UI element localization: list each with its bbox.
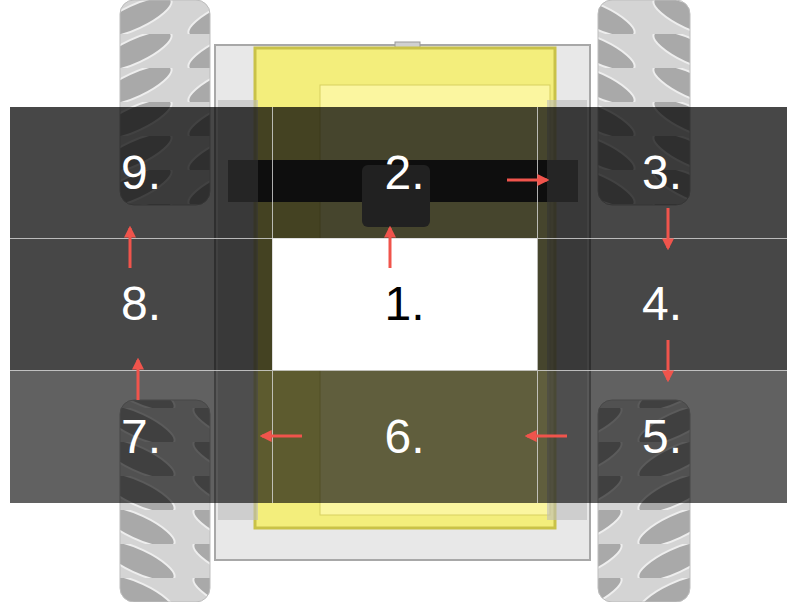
sequence-arrow — [667, 340, 670, 380]
grid-cell: 8. — [10, 238, 272, 370]
cell-number: 8. — [121, 280, 161, 328]
cell-number: 3. — [642, 149, 682, 197]
grid-cell: 1. — [272, 238, 537, 370]
grid-cell: 2. — [272, 107, 537, 238]
grid-overlay — [10, 107, 787, 503]
grid-cell: 3. — [537, 107, 787, 238]
cell-number: 4. — [642, 280, 682, 328]
grid-cell: 6. — [272, 370, 537, 503]
sequence-arrow — [507, 179, 547, 182]
cell-number: 1. — [384, 280, 424, 328]
grid-cell: 4. — [537, 238, 787, 370]
sequence-arrow — [527, 435, 567, 438]
sequence-arrow — [667, 208, 670, 248]
cell-number: 9. — [121, 149, 161, 197]
grid-cell: 5. — [537, 370, 787, 503]
grid-cell: 9. — [10, 107, 272, 238]
cell-number: 2. — [384, 149, 424, 197]
sequence-arrow — [262, 435, 302, 438]
sequence-arrow — [129, 228, 132, 268]
sequence-arrow — [389, 228, 392, 268]
cell-number: 5. — [642, 413, 682, 461]
cell-number: 6. — [384, 413, 424, 461]
grid-cell: 7. — [10, 370, 272, 503]
sequence-arrow — [137, 360, 140, 400]
cell-number: 7. — [121, 413, 161, 461]
